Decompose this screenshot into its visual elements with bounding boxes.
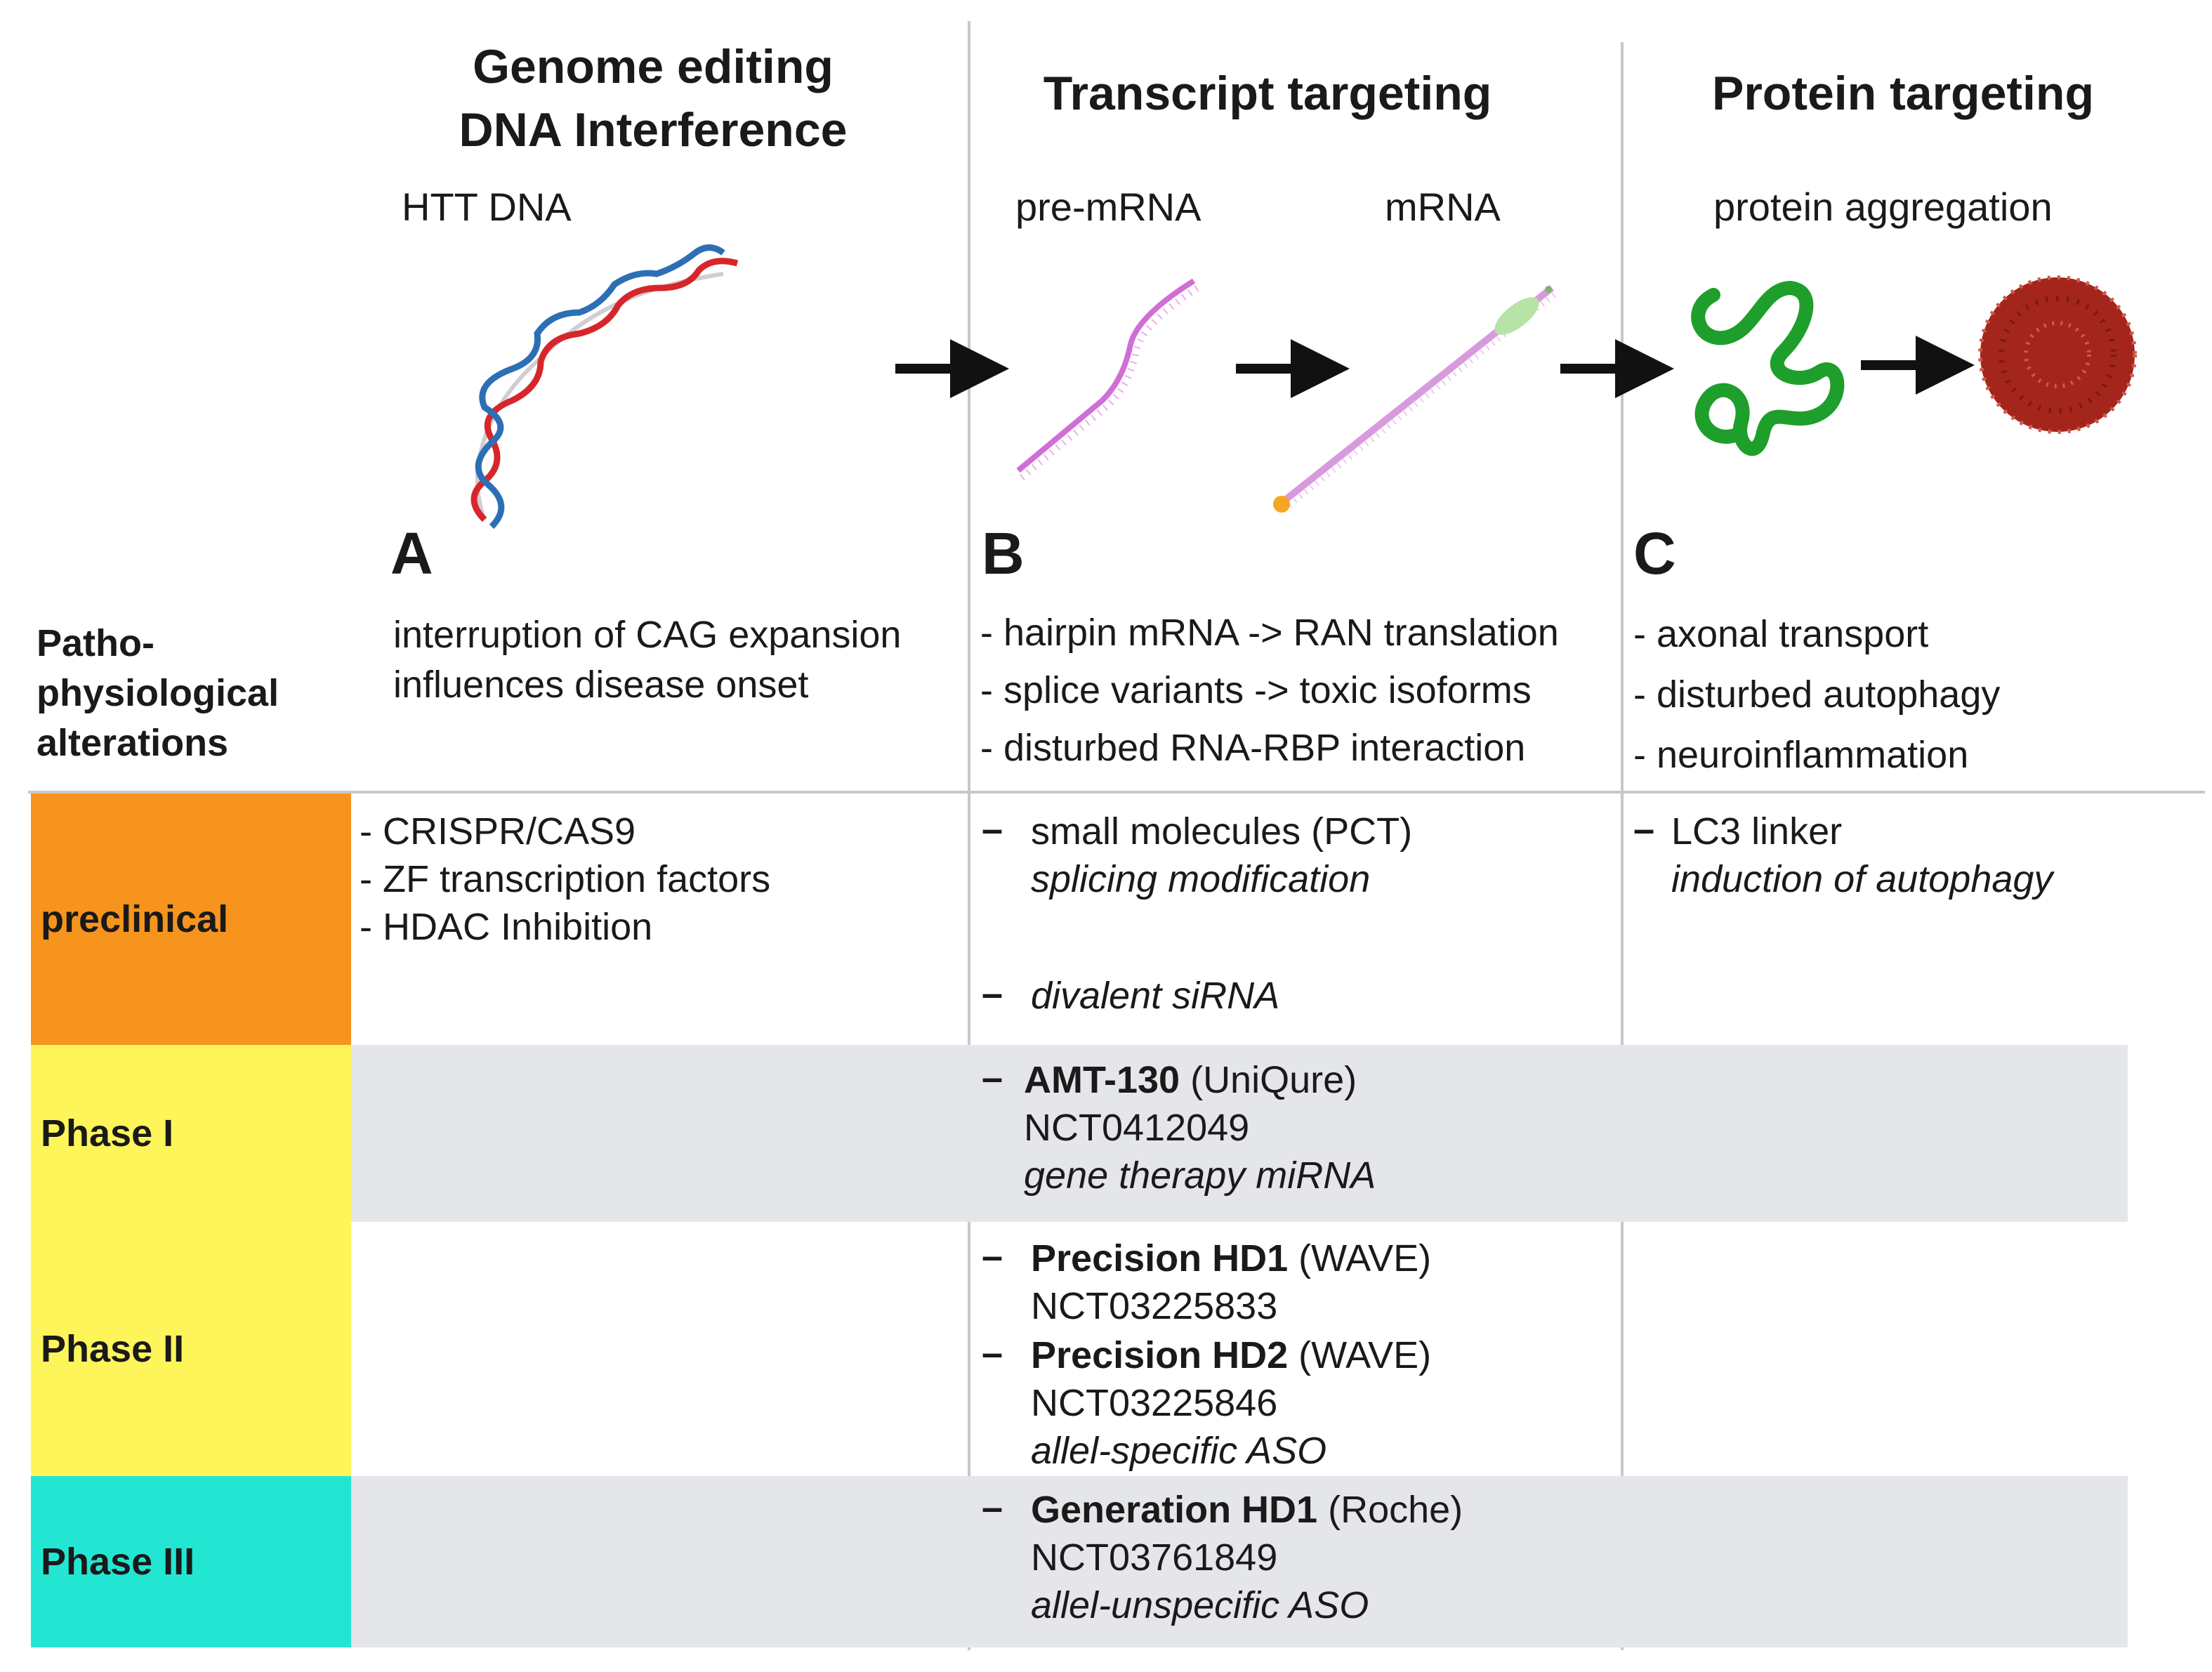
drug-name: Generation HD1	[1031, 1489, 1318, 1531]
entry-line: splicing modification	[1031, 858, 1371, 900]
preclinical-c-lc3: LC3 linker induction of autophagy	[1671, 808, 2053, 903]
phase3-band	[351, 1476, 2128, 1647]
protein-icon	[1691, 280, 1845, 456]
sponsor: (UniQure)	[1180, 1059, 1357, 1101]
text-line: - ZF transcription factors	[360, 858, 771, 900]
title-line: DNA Interference	[459, 103, 848, 157]
phase-preclinical: preclinical	[31, 794, 351, 1045]
drug-name: AMT-130	[1024, 1059, 1180, 1101]
nct-number: NCT03225846	[1031, 1382, 1278, 1424]
column-b-title: Transcript targeting	[1043, 67, 1492, 120]
column-c-subtitle: protein aggregation	[1713, 185, 2053, 229]
phase-label: Phase II	[41, 1328, 185, 1370]
nct-number: NCT03761849	[1031, 1536, 1278, 1579]
column-b-subtitle-mrna: mRNA	[1385, 185, 1501, 229]
text-line: - disturbed RNA-RBP interaction	[980, 727, 1526, 769]
header-divider	[28, 791, 2205, 794]
phase2-precision-hd2: Precision HD2 (WAVE) NCT03225846 allel-s…	[1031, 1331, 1431, 1475]
row-label-line: Patho-	[37, 622, 154, 664]
entry-line: induction of autophagy	[1671, 858, 2053, 900]
mrna-icon	[1273, 285, 1560, 513]
row-label-line: alterations	[37, 722, 229, 764]
column-a-subtitle: HTT DNA	[402, 185, 572, 229]
bullet-dash: –	[982, 1487, 1003, 1529]
therapy-type: allel-specific ASO	[1031, 1430, 1327, 1472]
text-line: - CRISPR/CAS9	[360, 810, 636, 853]
phase-2: Phase II	[31, 1222, 351, 1476]
nct-number: NCT0412049	[1024, 1107, 1250, 1149]
drug-name: Precision HD1	[1031, 1237, 1289, 1279]
column-divider-2	[1621, 42, 1624, 1650]
sponsor: (WAVE)	[1288, 1334, 1432, 1376]
label-b: B	[982, 520, 1025, 586]
entry-line: Precision HD1 (WAVE)	[1031, 1235, 1431, 1282]
bullet-dash: –	[1633, 808, 1655, 850]
phase3-generation-hd1: Generation HD1 (Roche) NCT03761849 allel…	[1031, 1486, 1463, 1629]
preclinical-b-small-molecules: small molecules (PCT) splicing modificat…	[1031, 808, 1412, 903]
preclinical-a: - CRISPR/CAS9 - ZF transcription factors…	[360, 808, 770, 951]
therapy-type: gene therapy miRNA	[1024, 1154, 1376, 1197]
bullet-dash: –	[982, 1332, 1003, 1374]
text-line: - HDAC Inhibition	[360, 906, 653, 948]
title-line: Genome editing	[473, 40, 834, 93]
nct-number: NCT03225833	[1031, 1285, 1278, 1327]
sponsor: (WAVE)	[1288, 1237, 1432, 1279]
label-c: C	[1633, 520, 1676, 586]
phase-3: Phase III	[31, 1476, 351, 1647]
entry-line: LC3 linker	[1671, 810, 1843, 853]
pre-mrna-icon	[1016, 278, 1199, 480]
therapy-type: allel-unspecific ASO	[1031, 1584, 1369, 1626]
phase1-amt130: AMT-130 (UniQure) NCT0412049 gene therap…	[1024, 1056, 1376, 1199]
pathophysiology-row-label: Patho- physiological alterations	[37, 618, 279, 768]
preclinical-b-sirna: divalent siRNA	[1031, 975, 1280, 1017]
bullet-dash: –	[982, 808, 1003, 850]
column-b-subtitle-premrna: pre-mRNA	[1015, 185, 1202, 229]
entry-line: AMT-130 (UniQure)	[1024, 1056, 1376, 1104]
aggregate-icon	[1978, 275, 2137, 434]
phase-label: Phase I	[41, 1112, 174, 1154]
bullet-dash: –	[982, 973, 1003, 1015]
illustrations	[470, 244, 2137, 529]
phase1-band	[351, 1045, 2128, 1222]
text-line: - disturbed autophagy	[1633, 673, 2001, 716]
pathophysiology-c: - axonal transport - disturbed autophagy…	[1633, 604, 2000, 785]
dna-helix-icon	[470, 244, 739, 529]
column-divider-1	[968, 21, 970, 1650]
text-line: interruption of CAG expansion	[393, 614, 902, 656]
sponsor: (Roche)	[1317, 1489, 1463, 1531]
text-line: - hairpin mRNA -> RAN translation	[980, 612, 1559, 654]
text-line: - splice variants -> toxic isoforms	[980, 669, 1532, 711]
bullet-dash: –	[982, 1057, 1003, 1099]
label-a: A	[390, 520, 433, 586]
entry-line: Precision HD2 (WAVE)	[1031, 1331, 1431, 1379]
text-line: - neuroinflammation	[1633, 734, 1969, 776]
pathophysiology-a: interruption of CAG expansion influences…	[393, 610, 901, 709]
phase2-precision-hd1: Precision HD1 (WAVE) NCT03225833	[1031, 1235, 1431, 1330]
bullet-dash: –	[982, 1235, 1003, 1277]
entry-line: small molecules (PCT)	[1031, 810, 1413, 853]
column-c-title: Protein targeting	[1711, 67, 2095, 120]
column-a-title: Genome editing DNA Interference	[393, 35, 913, 162]
row-label-line: physiological	[37, 672, 279, 714]
text-line: influences disease onset	[393, 664, 809, 706]
phase-label: Phase III	[41, 1541, 195, 1583]
pathophysiology-b: - hairpin mRNA -> RAN translation - spli…	[980, 604, 1559, 777]
text-line: - axonal transport	[1633, 613, 1929, 655]
entry-line: Generation HD1 (Roche)	[1031, 1486, 1463, 1534]
phase-label: preclinical	[41, 898, 229, 940]
phase-1: Phase I	[31, 1045, 351, 1222]
drug-name: Precision HD2	[1031, 1334, 1289, 1376]
